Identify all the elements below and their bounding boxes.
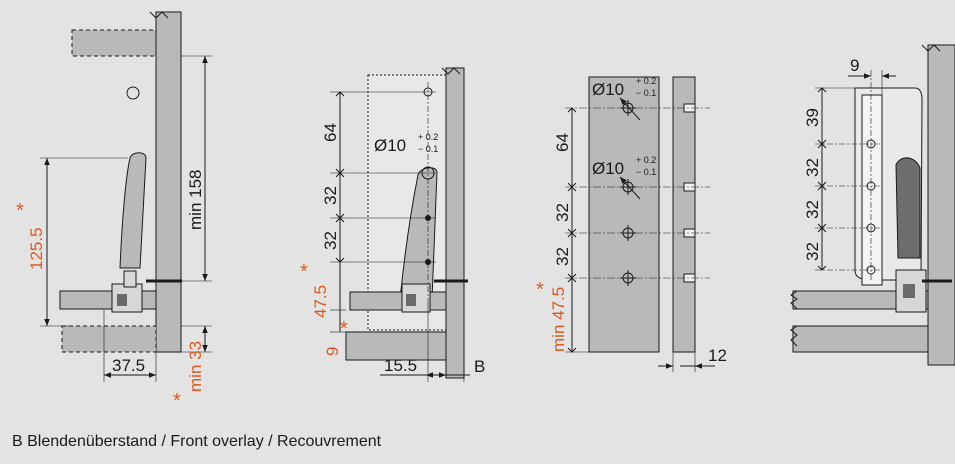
fig3-tol-minus-1: − 0.1 xyxy=(636,88,656,98)
figure-drawer-section: 39 32 32 32 9 xyxy=(790,44,955,366)
fig3-d3-label: 32 xyxy=(553,247,572,266)
fig1-offset-label: 37.5 xyxy=(112,356,145,375)
fig3-hole-label-1: Ø10 xyxy=(592,80,624,99)
drawer-bottom-4 xyxy=(792,290,929,310)
legend-caption: B Blendenüberstand / Front overlay / Rec… xyxy=(12,433,382,450)
fig4-d3-label: 32 xyxy=(803,200,822,219)
fig2-height-star: * xyxy=(300,261,308,283)
fig4-d4-label: 32 xyxy=(803,242,822,261)
fig4-d1-label: 39 xyxy=(803,108,822,127)
lower-board-4 xyxy=(792,325,929,353)
fig3-height-star: * xyxy=(536,279,544,301)
front-panel xyxy=(445,67,465,379)
fig2-tol-plus: + 0.2 xyxy=(418,132,438,142)
front-bracket xyxy=(119,152,147,269)
cabinet-wall xyxy=(155,11,182,353)
figure-hole-pattern: 64 32 32 min 47.5 * Ø10 + 0.2 − 0.1 Ø10 … xyxy=(536,76,727,372)
fig2-height-label: 47.5 xyxy=(311,285,330,318)
figure-side-view: 125.5 * min 158 37.5 min 33 * xyxy=(16,11,212,412)
hole xyxy=(126,86,140,100)
fig3-hole-label-2: Ø10 xyxy=(592,159,624,178)
fig2-d2-label: 32 xyxy=(321,186,340,205)
fig2-tol-minus: − 0.1 xyxy=(418,144,438,154)
dark-insert xyxy=(895,157,921,259)
fig3-tol-plus-2: + 0.2 xyxy=(636,155,656,165)
front-board-side xyxy=(672,76,696,353)
upper-board xyxy=(71,29,157,57)
fig4-d2-label: 32 xyxy=(803,158,822,177)
fig3-tol-plus-1: + 0.2 xyxy=(636,76,656,86)
lower-board xyxy=(61,325,157,353)
fig3-height-label: min 47.5 xyxy=(549,287,568,352)
fig3-d2-label: 32 xyxy=(553,203,572,222)
fig1-bottom-label: min 33 xyxy=(186,341,205,392)
runner-clip xyxy=(123,270,137,288)
fig4-width-label: 9 xyxy=(850,56,859,75)
fig1-min-height-label: min 158 xyxy=(186,170,205,230)
fig2-d3-label: 32 xyxy=(321,231,340,250)
fig1-height-star: * xyxy=(16,200,24,222)
side-panel xyxy=(927,44,955,366)
fig1-height-label: 125.5 xyxy=(27,227,46,270)
fig2-bottom-label: 9 xyxy=(323,347,342,356)
fig3-thickness-label: 12 xyxy=(708,346,727,365)
fig2-bottom-star: * xyxy=(340,318,348,340)
base-plate xyxy=(345,331,447,361)
fig2-hole-label: Ø10 xyxy=(374,136,406,155)
fig2-offset-label: 15.5 xyxy=(384,356,417,375)
runner-dark xyxy=(117,294,127,306)
break-line xyxy=(149,11,169,19)
front-board xyxy=(588,76,660,353)
fig2-d1-label: 64 xyxy=(321,123,340,142)
figure-front-bracket: 64 32 32 47.5 * 9 * Ø10 + 0.2 − 0.1 15.5… xyxy=(300,67,485,382)
fig2-overlay-label: B xyxy=(474,357,485,376)
fig3-tol-minus-2: − 0.1 xyxy=(636,167,656,177)
fig1-bottom-star: * xyxy=(173,390,181,412)
fig3-d1-label: 64 xyxy=(553,133,572,152)
